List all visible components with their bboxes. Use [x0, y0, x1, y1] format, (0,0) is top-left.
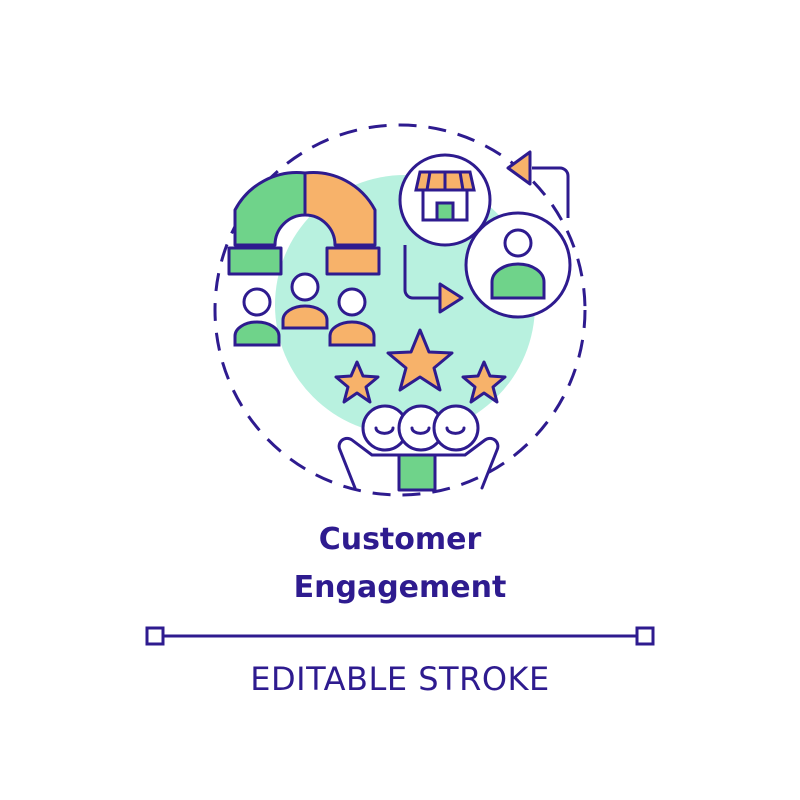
store-icon: [398, 153, 492, 247]
user-icon: [464, 211, 572, 319]
title-line-2: Engagement: [293, 570, 507, 605]
group-icon: [233, 272, 376, 347]
happy-people-icon: [337, 404, 500, 492]
magnet-icon: [227, 171, 381, 276]
title-line-1: Customer: [318, 522, 482, 557]
stroke-line: [145, 626, 655, 646]
cycle-arrow-icon: [403, 150, 570, 314]
star-icon: [334, 328, 507, 404]
caption: EDITABLE STROKE: [250, 660, 550, 698]
dashed-ring: [213, 123, 587, 497]
